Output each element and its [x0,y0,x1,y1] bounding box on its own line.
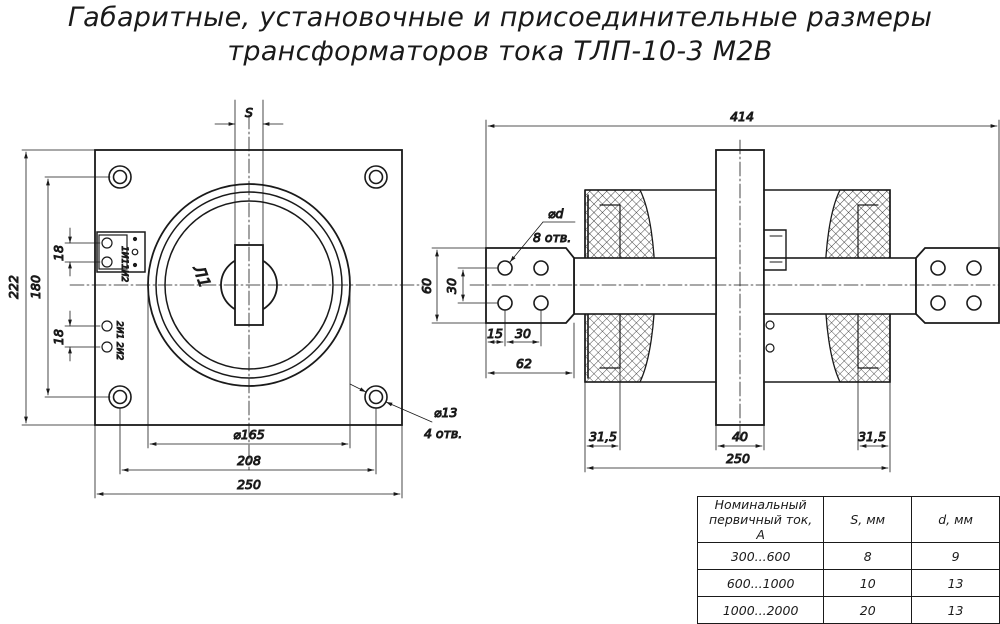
dim-s: S [245,105,253,120]
header-rated-current: Номинальный первичный ток, А [696,496,825,543]
dim-d: ⌀d [548,206,564,221]
table-row: 300...600 8 9 [696,542,1000,570]
dim-40: 40 [732,429,748,444]
header-d: d, мм [911,496,1000,543]
dim-222: 222 [6,275,21,299]
cell-current: 1000...2000 [696,596,825,624]
marking-l1: Л1 [189,262,215,290]
side-view [431,119,1000,473]
dim-31-5-left: 31,5 [589,429,617,444]
terminal-label-1i2: 1И2 [119,264,129,282]
cell-d: 13 [911,569,1000,597]
header-rated-current-text: Номинальный первичный ток, А [709,497,813,542]
dim-15: 15 [487,326,503,341]
dim-hole-count: 4 отв. [424,426,462,441]
header-s: S, мм [823,496,913,543]
front-view [21,99,433,499]
dim-d-count: 8 отв. [533,230,571,245]
dim-250-right: 250 [726,451,750,466]
dim-165: ⌀165 [233,427,264,442]
dim-hole-13: ⌀13 [434,405,457,420]
dim-250-left: 250 [237,477,261,492]
dim-18-lower: 18 [51,329,66,345]
title-line-1: Габаритные, установочные и присоединител… [67,2,933,33]
cell-s: 8 [823,542,913,570]
dim-414: 414 [730,109,754,124]
cell-s: 10 [823,569,913,597]
terminal-block [96,231,146,273]
terminal-label-1i1: 1И1 [119,246,129,264]
spec-table: Номинальный первичный ток, А S, мм d, мм… [696,496,1000,624]
dim-18-upper: 18 [51,245,66,261]
dim-208: 208 [237,453,261,468]
cell-current: 300...600 [696,542,825,570]
dim-180: 180 [28,275,43,299]
terminal-label-2i2: 2И2 [114,342,124,360]
table-row: 600...1000 10 13 [696,569,1000,597]
title-line-2: трансформаторов тока ТЛП-10-3 М2В [227,36,773,67]
dim-62: 62 [516,356,532,371]
terminal-label-2i1: 2И1 [114,321,124,339]
dim-31-5-right: 31,5 [858,429,886,444]
cell-d: 9 [911,542,1000,570]
base-plate [94,149,403,426]
cell-d: 13 [911,596,1000,624]
dim-60: 60 [419,278,434,294]
dim-30-horiz: 30 [515,326,531,341]
table-header-row: Номинальный первичный ток, А S, мм d, мм [696,496,1000,543]
dim-30-vert: 30 [444,278,459,294]
cell-current: 600...1000 [696,569,825,597]
cell-s: 20 [823,596,913,624]
table-row: 1000...2000 20 13 [696,596,1000,624]
terminal-pad-left [485,247,575,324]
terminal-pad-right [915,247,1000,324]
